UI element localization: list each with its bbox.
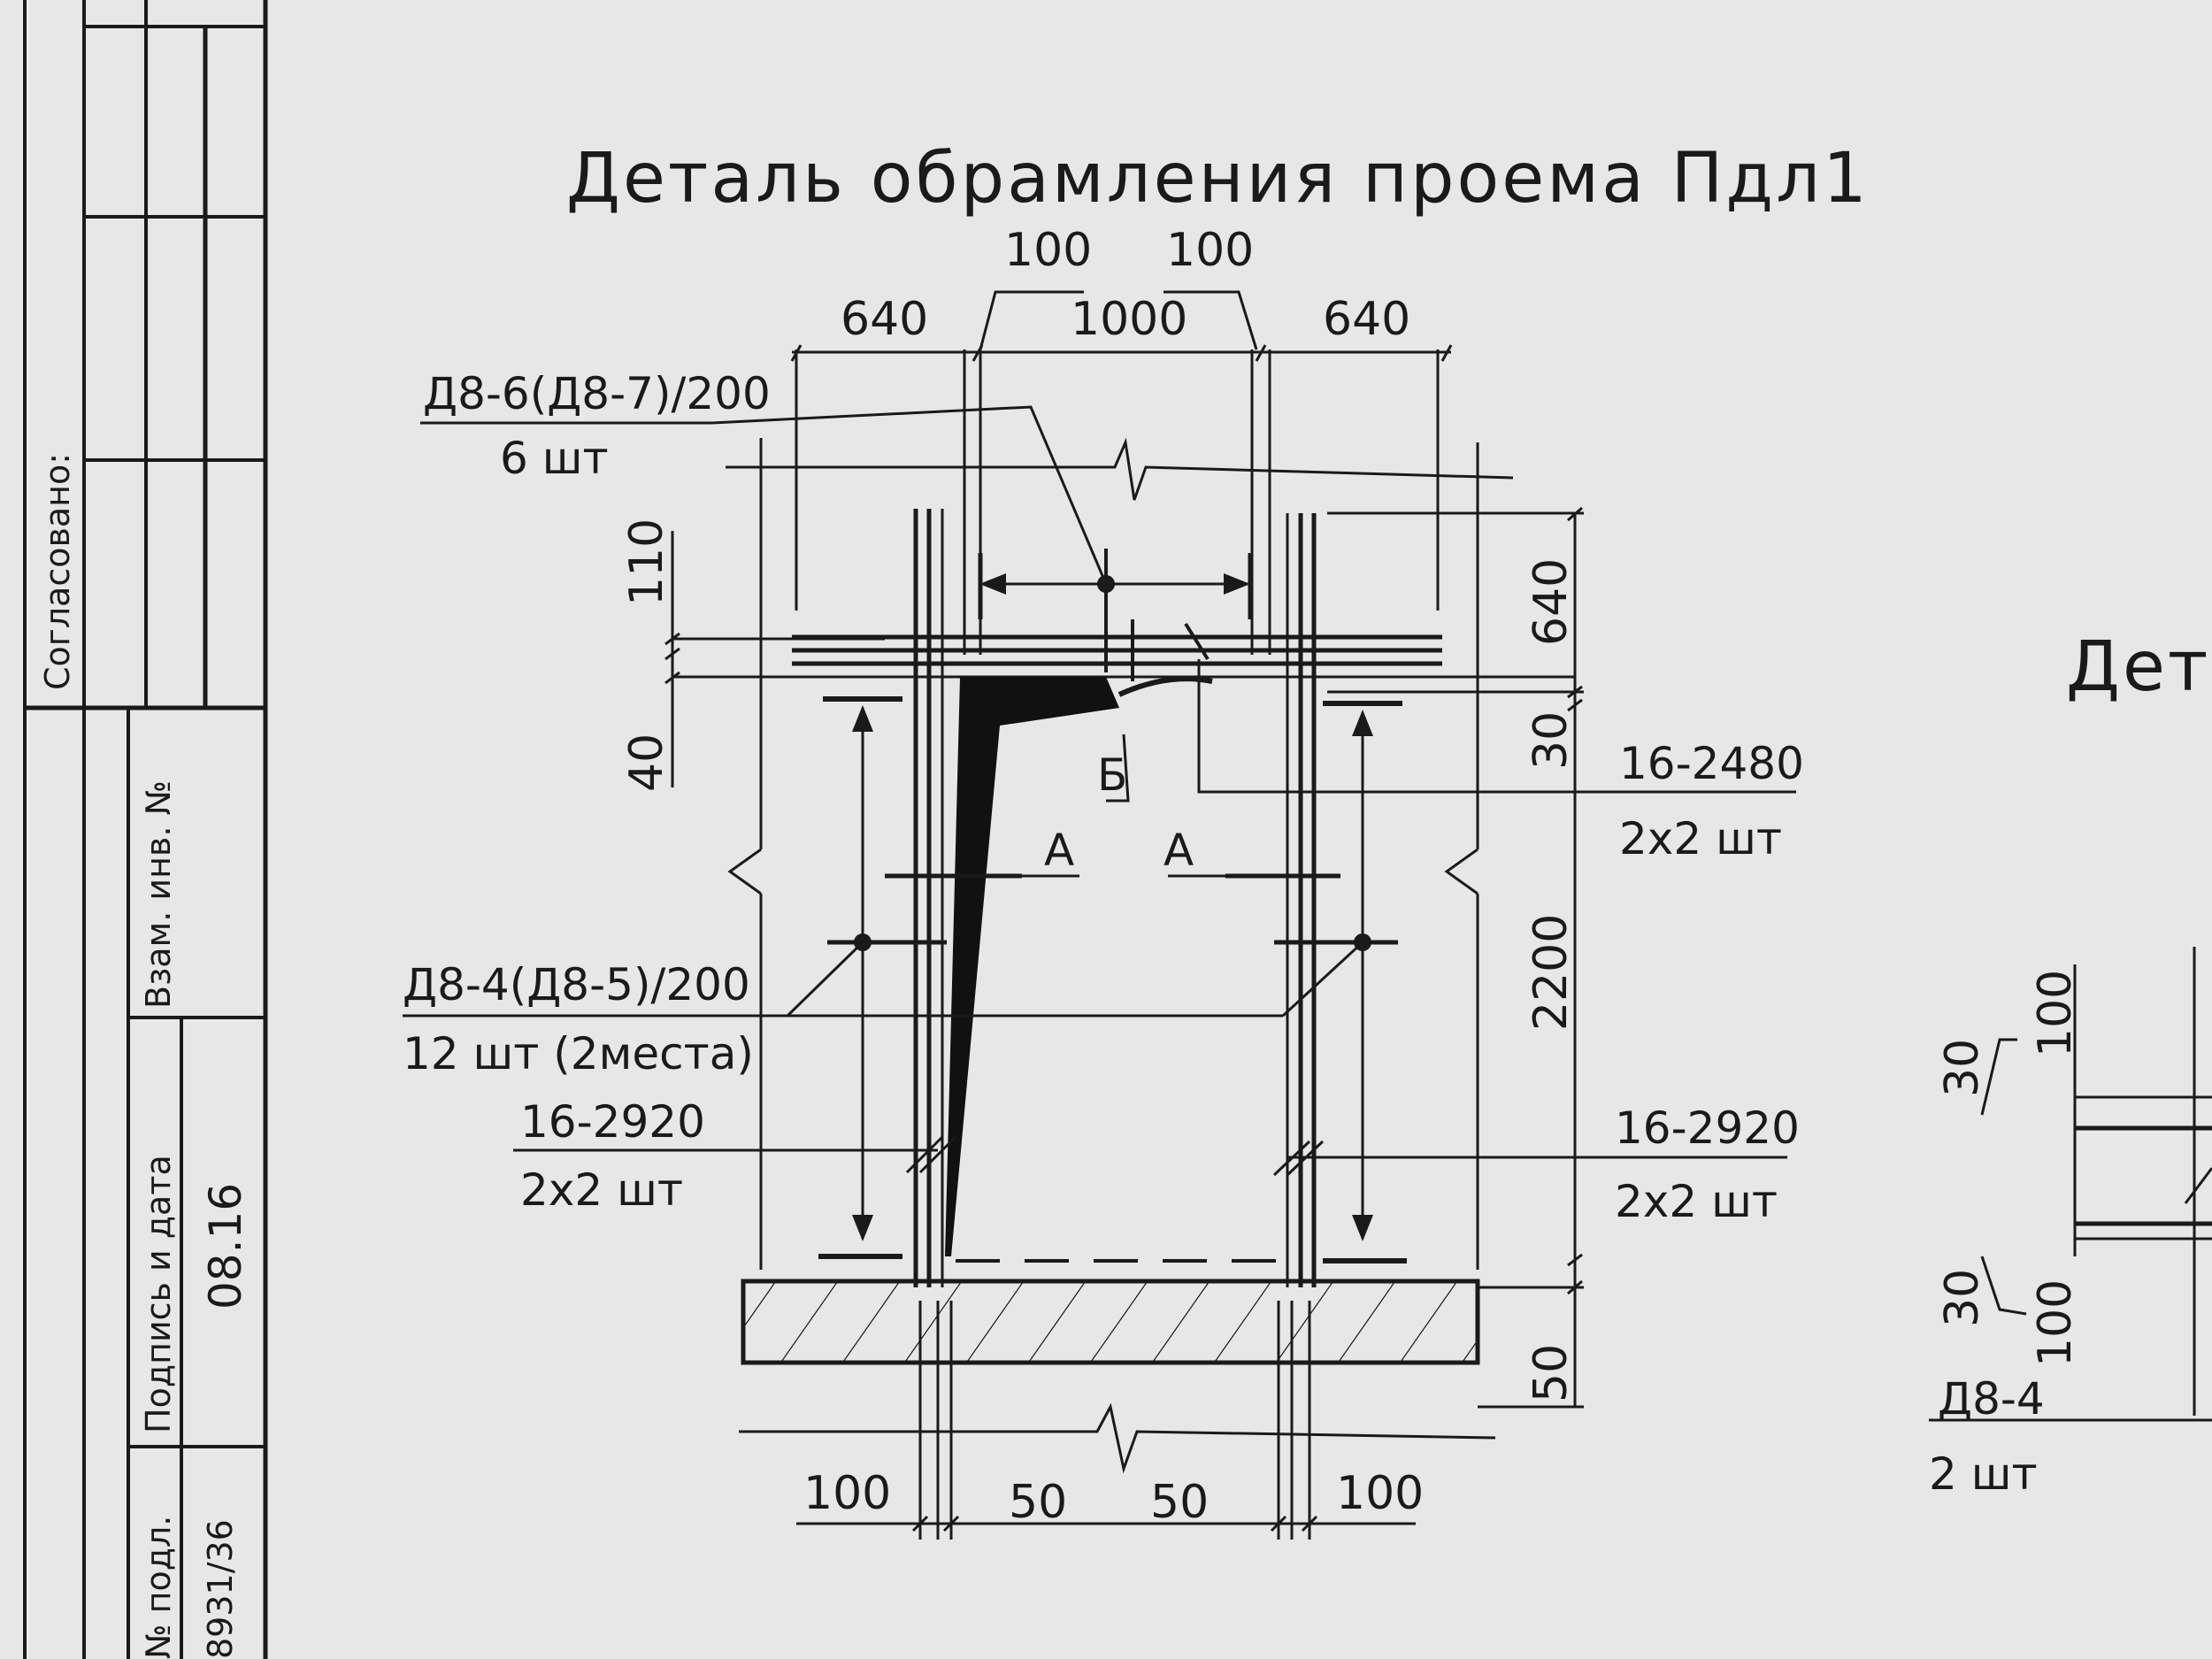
stamp-agreed: Согласовано: [38,453,77,690]
lintel-wedge [945,677,1119,1256]
dim-top-640-left: 640 [841,293,928,346]
dim-bottom-50-left: 50 [1009,1476,1067,1529]
stamp-replace-inv: Взам. инв. № [139,780,178,1009]
side-detail-fragment [1929,947,2212,1422]
label-bar-mid-qty: 12 шт (2места) [403,1028,754,1079]
dim-right-50: 50 [1525,1344,1578,1402]
left-vertical-dimensions [664,531,680,787]
dim-right-30: 30 [1525,711,1578,770]
dim-top-100-left: 100 [1004,224,1092,277]
side-dim-100-bottom: 100 [2029,1279,2082,1367]
dim-top-1000: 1000 [1071,293,1187,346]
label-section-b: Б [1097,749,1127,801]
leader-lines [403,405,1796,1177]
label-bar-right-top: 16-2480 [1619,738,1804,789]
label-bar-right-bottom-qty: 2x2 шт [1615,1176,1778,1227]
label-bar-left: 16-2920 [520,1096,705,1148]
title-block-stamp: Согласовано: Взам. инв. № Подпись и дата… [23,0,268,1659]
label-bar-mid: Д8-4(Д8-5)/200 [403,959,750,1010]
right-vertical-dimensions [1567,506,1583,1407]
stamp-sign-date: Подпись и дата [139,1155,178,1433]
side-bar-qty: 2 шт [1929,1448,2038,1500]
side-dim-30-bottom: 30 [1936,1269,1989,1327]
dim-top-100-right: 100 [1166,224,1254,277]
dim-right-640: 640 [1525,558,1578,646]
stamp-orig-value: 8931/36 [201,1519,240,1659]
label-section-a-left: А [1044,825,1074,876]
bottom-dimension-lines [796,1301,1416,1540]
dim-left-110: 110 [620,518,673,606]
stamp-orig-no: № подл. [139,1516,178,1659]
drawing-title: Деталь обрамления проема Пдл1 [566,139,1870,219]
stamp-date-value: 08.16 [200,1183,251,1310]
dim-bottom-100-left: 100 [803,1467,891,1520]
side-dim-30-top: 30 [1936,1039,1989,1097]
dim-bottom-50-right: 50 [1150,1476,1209,1529]
label-bar-left-qty: 2x2 шт [520,1164,683,1216]
dim-right-2200: 2200 [1525,914,1578,1031]
floor-slab [741,1279,1480,1365]
dim-bottom-100-right: 100 [1336,1467,1424,1520]
side-dim-100-top: 100 [2029,970,2082,1057]
right-detail-title-fragment: Дет [2066,627,2210,707]
side-bar-label: Д8-4 [1938,1373,2045,1425]
label-bar-right-bottom: 16-2920 [1615,1102,1800,1154]
dim-top-640-right: 640 [1323,293,1410,346]
dim-left-40: 40 [620,733,673,792]
label-section-a-right: А [1164,825,1194,876]
label-bar-top-qty: 6 шт [500,433,609,484]
opening-frame-drawing [672,437,1584,1474]
label-bar-right-top-qty: 2x2 шт [1619,813,1782,864]
label-bar-top: Д8-6(Д8-7)/200 [423,368,771,419]
